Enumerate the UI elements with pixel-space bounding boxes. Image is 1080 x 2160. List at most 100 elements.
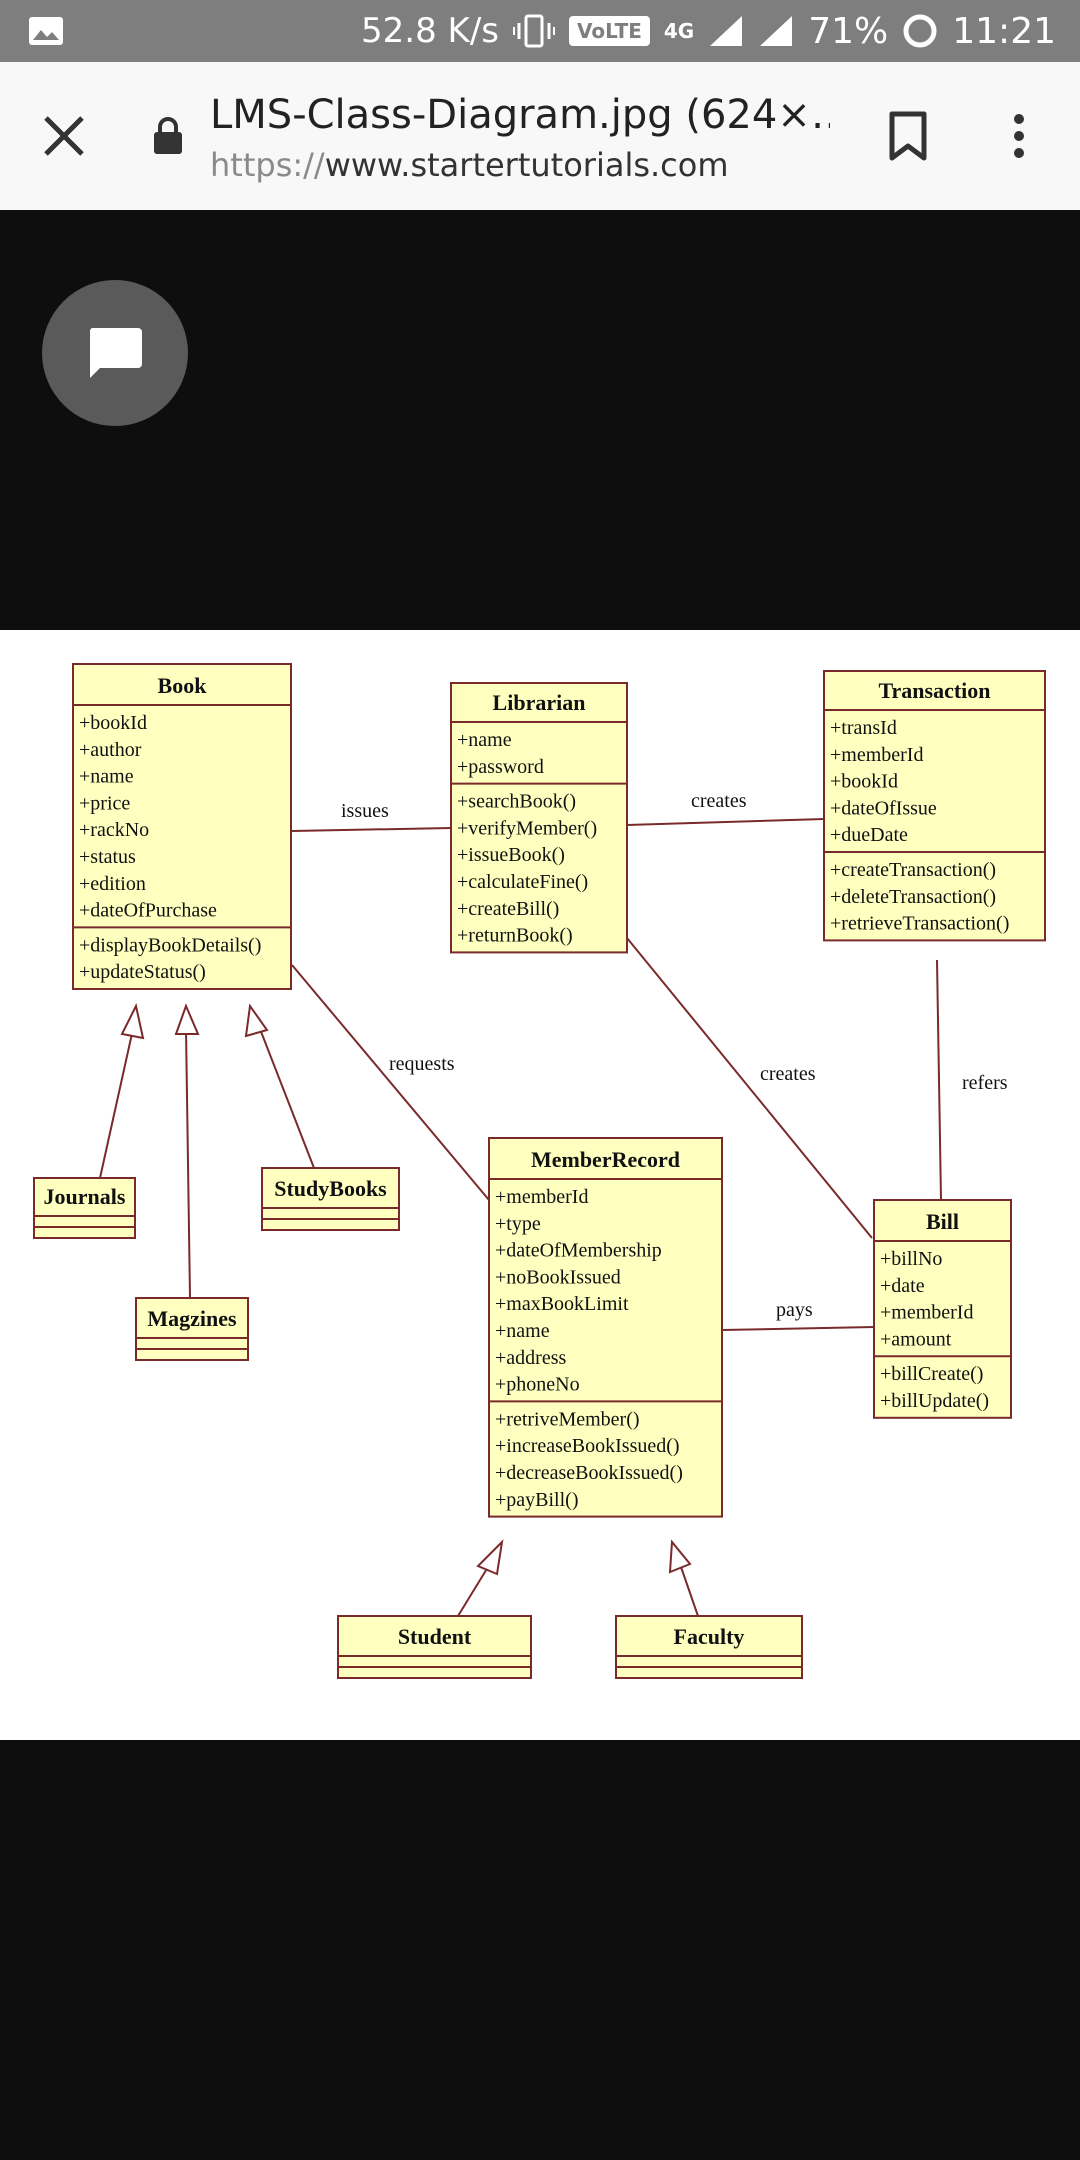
url-host: www.startertutorials.com	[324, 146, 729, 184]
class-attribute: +dueDate	[830, 824, 908, 846]
class-name: Magzines	[147, 1306, 237, 1331]
class-attribute: +edition	[79, 873, 146, 895]
volte-badge: VoLTE	[569, 16, 650, 46]
status-bar: 52.8 K/s VoLTE 4G 71% 11:21	[0, 0, 1080, 62]
clock: 11:21	[952, 10, 1056, 52]
class-method: +payBill()	[495, 1489, 579, 1511]
class-box	[823, 670, 1046, 942]
class-name: Bill	[926, 1209, 959, 1234]
chat-bubble-button[interactable]	[42, 280, 188, 426]
class-attribute: +amount	[880, 1328, 952, 1350]
class-method: +issueBook()	[457, 844, 565, 866]
class-attribute: +rackNo	[79, 819, 149, 841]
class-member-record: MemberRecord +memberId +type +dateOfMembers…	[488, 1137, 723, 1518]
label-pays: pays	[776, 1299, 813, 1321]
class-method: +decreaseBookIssued()	[495, 1462, 683, 1484]
class-method: +increaseBookIssued()	[495, 1435, 680, 1457]
url-scheme: https://	[210, 146, 325, 184]
lock-icon	[154, 117, 182, 154]
class-attribute: +status	[79, 846, 136, 868]
bookmark-icon[interactable]	[886, 110, 930, 162]
class-attribute: +dateOfIssue	[830, 797, 937, 819]
page-title: LMS-Class-Diagram.jpg (624×…	[210, 92, 830, 138]
class-student: Student	[337, 1615, 532, 1679]
class-attribute: +bookId	[79, 712, 147, 734]
class-attribute: +memberId	[830, 744, 923, 766]
class-faculty: Faculty	[615, 1615, 803, 1679]
classes-layer: Book+bookId+author+name+price+rackNo+sta…	[33, 663, 1046, 1679]
class-method: +billUpdate()	[880, 1390, 989, 1412]
class-box	[450, 682, 628, 954]
class-attribute: +memberId	[495, 1186, 588, 1208]
class-attribute: +dateOfMembership	[495, 1240, 662, 1262]
class-attribute: +type	[495, 1213, 541, 1235]
class-attribute: +name	[457, 729, 512, 751]
student-inheritance-line	[457, 1566, 489, 1617]
class-name: Book	[158, 673, 208, 698]
studybooks-arrowhead	[244, 1003, 269, 1038]
chat-icon	[89, 328, 142, 378]
class-attribute: +address	[495, 1347, 566, 1369]
class-name: Librarian	[493, 690, 586, 715]
creates-transaction-line	[626, 818, 825, 826]
battery-ring-icon	[903, 14, 937, 48]
class-attribute: +name	[495, 1320, 550, 1342]
class-librarian: Librarian+name+password+searchBook()+ver…	[450, 682, 628, 954]
address-bar: LMS-Class-Diagram.jpg (624×… https://www…	[0, 62, 1080, 210]
class-attribute: +transId	[830, 717, 897, 739]
class-name: Transaction	[878, 678, 990, 703]
label-creates-transaction: creates	[691, 790, 747, 812]
class-diagram: Book+bookId+author+name+price+rackNo+sta…	[33, 663, 1046, 1679]
class-name: Journals	[44, 1184, 126, 1209]
vibrate-icon	[513, 14, 556, 48]
journals-arrowhead	[120, 1003, 145, 1040]
class-attribute: +maxBookLimit	[495, 1293, 629, 1315]
class-book: Book+bookId+author+name+price+rackNo+sta…	[72, 663, 292, 990]
class-method: +deleteTransaction()	[830, 886, 996, 908]
class-magzines: Magzines	[135, 1297, 249, 1361]
more-options-icon[interactable]	[1004, 110, 1034, 162]
class-method: +returnBook()	[457, 925, 573, 947]
class-attribute: +name	[79, 766, 134, 788]
class-name: Faculty	[674, 1624, 745, 1649]
issues-line	[291, 827, 452, 832]
pays-line	[721, 1326, 875, 1331]
class-method: +verifyMember()	[457, 817, 597, 839]
class-attribute: +phoneNo	[495, 1374, 580, 1396]
class-attribute: +billNo	[880, 1248, 942, 1270]
class-study-books: StudyBooks	[261, 1167, 400, 1231]
class-box	[488, 1137, 723, 1518]
class-name: Student	[398, 1624, 472, 1649]
class-transaction: Transaction+transId+memberId+bookId+date…	[823, 670, 1046, 942]
class-box	[72, 663, 292, 990]
class-attribute: +noBookIssued	[495, 1266, 621, 1288]
faculty-arrowhead	[668, 1539, 692, 1574]
class-method: +createTransaction()	[830, 859, 996, 881]
class-attribute: +author	[79, 739, 142, 761]
label-creates-bill: creates	[760, 1063, 816, 1085]
class-name: MemberRecord	[531, 1147, 680, 1172]
generalization-arrowheads	[120, 1003, 692, 1576]
label-requests: requests	[389, 1053, 455, 1075]
class-bill: Bill +billNo +date +memberId +amount +billCre…	[873, 1199, 1012, 1419]
battery-level: 71%	[808, 10, 889, 52]
student-arrowhead	[476, 1539, 504, 1576]
class-attribute: +memberId	[880, 1302, 973, 1324]
class-method: +retrieveTransaction()	[830, 913, 1009, 935]
class-box	[873, 1199, 1012, 1419]
class-method: +updateStatus()	[79, 961, 206, 983]
class-attribute: +dateOfPurchase	[79, 900, 217, 922]
close-icon[interactable]	[38, 110, 90, 162]
journals-inheritance-line	[99, 1028, 134, 1179]
class-method: +calculateFine()	[457, 871, 588, 893]
signal-icon	[710, 16, 743, 46]
class-attribute: +date	[880, 1275, 925, 1297]
url-text[interactable]: https://www.startertutorials.com	[210, 146, 729, 184]
relation-lines	[99, 818, 942, 1617]
class-method: +billCreate()	[880, 1363, 983, 1385]
class-attribute: +password	[457, 756, 544, 778]
class-method: +createBill()	[457, 898, 559, 920]
refers-line	[936, 959, 942, 1201]
label-issues: issues	[341, 800, 389, 822]
signal-icon-2	[760, 16, 793, 46]
